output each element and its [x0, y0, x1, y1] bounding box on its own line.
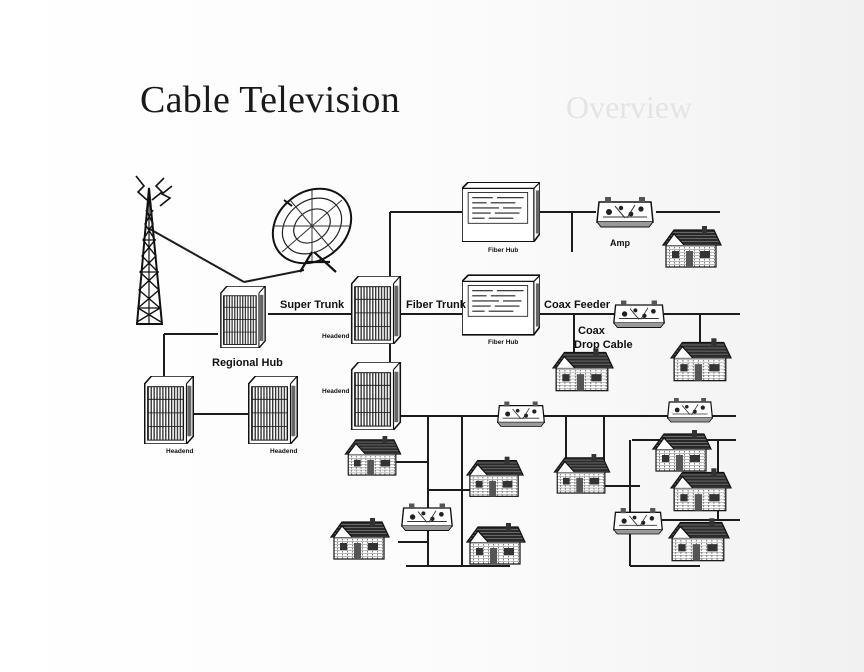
- regional-hub-rack-icon: [220, 286, 266, 348]
- amplifier-lower-left-icon: [401, 502, 453, 532]
- super-trunk-label: Super Trunk: [280, 299, 345, 311]
- headend-center-top-rack-icon: [350, 276, 402, 344]
- drop-cable-label: Drop Cable: [574, 339, 633, 351]
- headend-center-mid-rack-icon: [350, 362, 402, 430]
- coax-label: Coax: [578, 325, 606, 337]
- satellite-dish-icon: [271, 187, 353, 273]
- house-icon: [662, 226, 722, 268]
- coax-feeder-label: Coax Feeder: [544, 299, 611, 311]
- house-icon: [670, 338, 732, 382]
- headend-left-label: Headend: [166, 448, 193, 455]
- fiber-trunk-label: Fiber Trunk: [406, 299, 467, 311]
- headend-center-top-label: Headend: [322, 333, 349, 340]
- amplifier-top-icon: [596, 196, 654, 228]
- amp-label: Amp: [610, 238, 631, 248]
- amplifier-coax-feeder-icon: [613, 299, 665, 329]
- network-links: [147, 211, 740, 567]
- broadcast-tower-icon: [135, 175, 173, 325]
- headend-left-rack-icon: [144, 376, 194, 444]
- regional-hub-label: Regional Hub: [212, 357, 283, 369]
- house-icon: [466, 456, 524, 497]
- house-icon: [652, 430, 712, 472]
- fiber-hub-top-label: Fiber Hub: [488, 247, 518, 254]
- amplifier-lower-right-icon: [612, 507, 664, 535]
- background-overview-text: Overview: [566, 89, 692, 125]
- house-icon: [668, 518, 730, 562]
- amplifier-trunk-icon: [496, 400, 546, 428]
- page-title: Cable Television: [140, 79, 401, 121]
- fiber-hub-mid-icon: [462, 274, 540, 336]
- amplifier-right-icon: [666, 397, 714, 423]
- house-icon: [670, 468, 732, 512]
- house-icon: [466, 522, 526, 565]
- house-icon: [552, 348, 614, 392]
- fiber-hub-top-icon: [462, 182, 540, 242]
- house-icon: [344, 436, 402, 476]
- headend-center-mid-label: Headend: [322, 388, 349, 395]
- house-icon: [330, 518, 390, 560]
- house-icon: [553, 454, 611, 494]
- headend-middle-rack-icon: [248, 376, 298, 444]
- headend-middle-label: Headend: [270, 448, 297, 455]
- fiber-hub-mid-label: Fiber Hub: [488, 339, 518, 346]
